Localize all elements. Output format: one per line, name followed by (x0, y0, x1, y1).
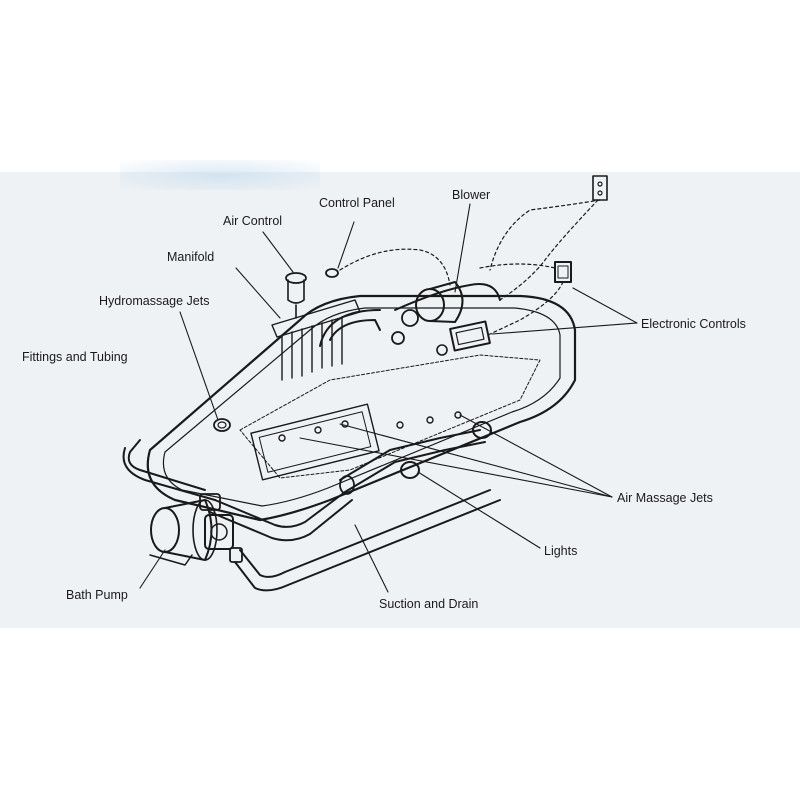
upper-pipe-a (329, 319, 381, 341)
blower-hose (394, 283, 501, 311)
control-box-drawing (436, 261, 572, 356)
label-electronic-controls: Electronic Controls (641, 317, 746, 331)
label-bath-pump: Bath Pump (66, 588, 128, 602)
wiring (339, 199, 601, 336)
label-manifold: Manifold (167, 250, 215, 264)
tub-rim (146, 294, 577, 522)
bath-pump-drawing (149, 493, 243, 566)
tub-floor-panel-inner (258, 411, 372, 473)
suction-pipe-b (234, 499, 501, 592)
label-hydromassage-jets: Hydromassage Jets (99, 294, 210, 308)
wall-outlet-drawing (592, 175, 608, 201)
diagram-background (0, 172, 800, 628)
highlight-glow (120, 160, 320, 190)
label-air-massage-jets: Air Massage Jets (617, 491, 713, 505)
pipe-loop-outer (127, 439, 206, 491)
label-control-panel: Control Panel (319, 196, 395, 210)
label-air-control: Air Control (223, 214, 283, 228)
leader-lines (139, 203, 638, 593)
suction-fitting-drawing (339, 475, 355, 495)
label-lights: Lights (544, 544, 578, 558)
return-pipe-a (214, 491, 346, 528)
tub-basin (239, 354, 541, 479)
control-panel-drawing (325, 268, 339, 278)
air-massage-jet-drawings (278, 411, 462, 442)
label-fittings-and-tubing: Fittings and Tubing (22, 350, 128, 364)
pipe-loop-outer-2 (122, 447, 216, 501)
hydromassage-jet-drawing (213, 418, 231, 432)
label-suction-and-drain: Suction and Drain (379, 597, 479, 611)
blower-drawing (391, 281, 464, 345)
tub-floor-panel (250, 403, 380, 481)
lights-drawing (400, 421, 492, 479)
manifold-drawing (271, 299, 361, 381)
return-pipe-b (209, 499, 353, 542)
suction-pipe-a (239, 489, 491, 578)
jet-pipe-b (344, 441, 486, 493)
label-blower: Blower (452, 188, 491, 202)
air-control-drawing (285, 272, 307, 319)
